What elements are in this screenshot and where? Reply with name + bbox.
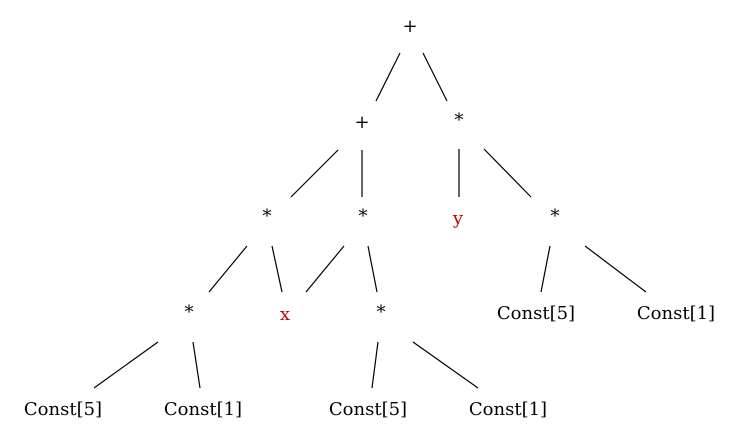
nodes-layer: + + * * * y * * x * Const[5] Const[1] Const[5] Const[… xyxy=(24,16,715,420)
node-operator-n7: * xyxy=(185,302,194,323)
edge-n7-n11 xyxy=(192,341,201,389)
edge-n6-n12 xyxy=(540,245,551,293)
node-operator-n4: * xyxy=(359,206,368,227)
node-variable-n8: x xyxy=(280,304,290,325)
node-operator-n0: + xyxy=(402,16,417,37)
node-operator-n2: * xyxy=(455,110,464,131)
edge-n0-n2 xyxy=(422,52,448,102)
node-constant-n14: Const[5] xyxy=(329,399,407,420)
node-operator-n9: * xyxy=(377,302,386,323)
edge-n6-n13 xyxy=(584,245,647,293)
node-constant-n13: Const[1] xyxy=(637,303,715,324)
node-operator-n3: * xyxy=(263,206,272,227)
node-variable-n5: y xyxy=(452,208,464,229)
edge-n0-n1 xyxy=(375,52,401,102)
edge-n4-n8 xyxy=(305,245,345,293)
node-constant-n10: Const[5] xyxy=(24,399,102,420)
edge-n3-n7 xyxy=(208,245,248,293)
node-operator-n6: * xyxy=(551,206,560,227)
edge-n4-n9 xyxy=(367,245,378,293)
edge-n2-n6 xyxy=(483,148,532,198)
edge-n9-n14 xyxy=(371,341,379,389)
node-constant-n12: Const[5] xyxy=(497,303,575,324)
node-constant-n11: Const[1] xyxy=(164,399,242,420)
edge-n7-n10 xyxy=(93,341,159,389)
edge-n3-n8 xyxy=(271,245,283,293)
edge-n9-n15 xyxy=(412,341,479,389)
edges-layer xyxy=(93,52,647,389)
node-operator-n1: + xyxy=(354,112,369,133)
node-constant-n15: Const[1] xyxy=(469,399,547,420)
edge-n1-n3 xyxy=(290,149,339,198)
